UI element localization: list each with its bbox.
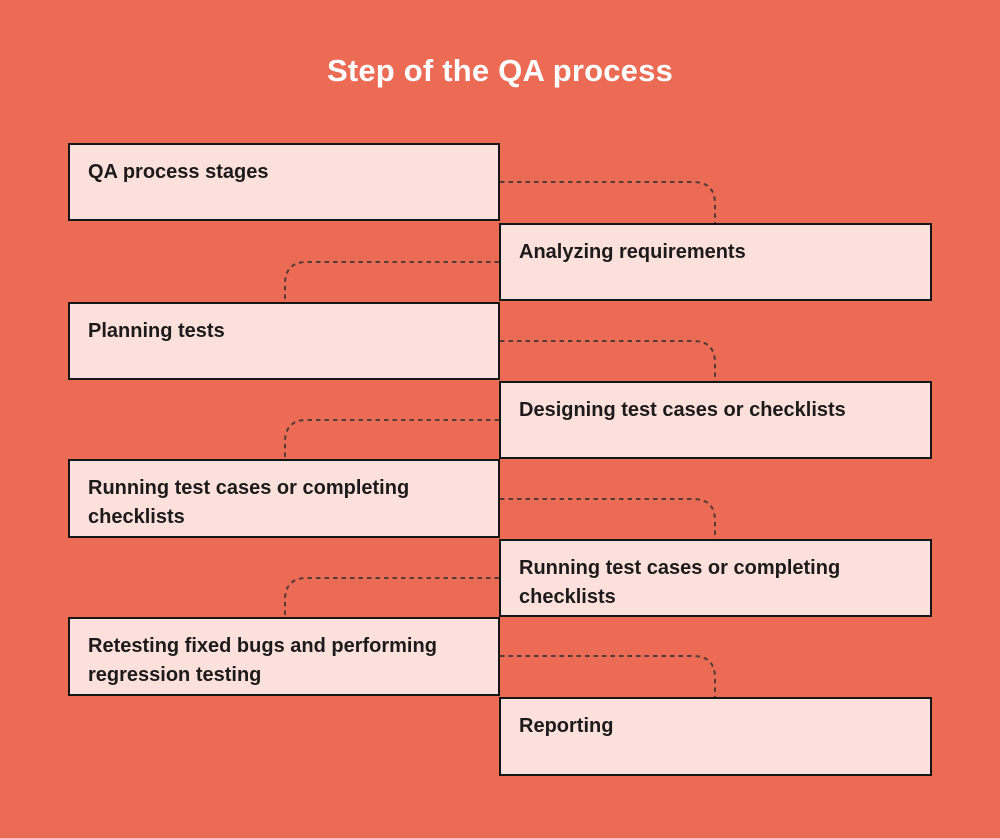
step-box-qa-process-stages: QA process stages bbox=[68, 143, 500, 221]
connector-step1-step2 bbox=[500, 181, 716, 223]
step-label: Planning tests bbox=[88, 320, 225, 342]
connector-step4-step5 bbox=[284, 419, 499, 459]
step-box-planning-tests: Planning tests bbox=[68, 302, 500, 380]
step-label: QA process stages bbox=[88, 161, 269, 183]
step-box-analyzing-requirements: Analyzing requirements bbox=[499, 223, 932, 301]
step-box-retesting-fixed-bugs: Retesting fixed bugs and performing regr… bbox=[68, 617, 500, 696]
step-box-reporting: Reporting bbox=[499, 697, 932, 776]
step-box-running-test-cases-left: Running test cases or completing checkli… bbox=[68, 459, 500, 538]
step-label: Designing test cases or checklists bbox=[519, 399, 846, 421]
step-label: Retesting fixed bugs and performing regr… bbox=[88, 635, 437, 686]
step-label: Running test cases or completing checkli… bbox=[519, 557, 841, 608]
connector-step2-step3 bbox=[284, 261, 499, 302]
diagram-title: Step of the QA process bbox=[326, 53, 674, 88]
connector-step5-step6 bbox=[500, 498, 716, 539]
step-box-running-test-cases-right: Running test cases or completing checkli… bbox=[499, 539, 932, 617]
step-label: Running test cases or completing checkli… bbox=[88, 477, 410, 528]
step-label: Reporting bbox=[519, 715, 614, 737]
step-label: Analyzing requirements bbox=[519, 241, 746, 263]
connector-step6-step7 bbox=[284, 577, 499, 617]
connector-step7-step8 bbox=[500, 655, 716, 697]
step-box-designing-test-cases: Designing test cases or checklists bbox=[499, 381, 932, 459]
connector-step3-step4 bbox=[500, 340, 716, 381]
